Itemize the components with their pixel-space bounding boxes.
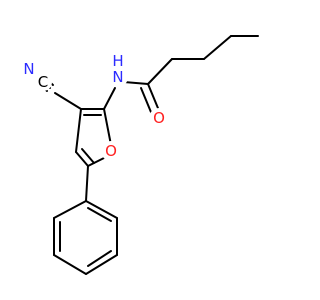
bond-furan-c4-c5 [75,151,89,167]
bond-chain-2 [203,35,232,60]
bond-furan-c3-c4 [75,108,82,153]
bond-furan-c5-o [87,156,107,167]
amide-nitrogen-label: N [112,68,123,86]
nitrile-nitrogen-label: N [23,60,34,78]
bond-furan-phenyl [85,165,89,202]
bond-lines [35,35,259,275]
bond-amide-furan [103,87,116,110]
bond-amide-carbonyl [123,81,149,85]
bond-phenyl-inner-1 [87,207,112,222]
bond-chain-4 [147,58,173,85]
bond-phenyl-6 [53,200,87,219]
bond-furan-o-c2 [103,108,112,146]
molecule-diagram: C N N H O O [20,35,259,275]
furan-oxygen-label: O [105,142,117,160]
amide-hydrogen-label: H [112,52,123,70]
bond-phenyl-1 [85,200,118,219]
bond-nitrile-link [54,92,82,110]
carbonyl-oxygen-label: O [153,109,165,127]
atom-labels: C N N H O O [20,52,169,161]
bond-phenyl-3 [85,254,118,275]
bond-phenyl-4 [53,254,87,275]
nitrile-carbon-label: C [38,73,48,91]
bond-phenyl-inner-2 [87,250,112,267]
bond-furan-c4-c5-double [81,148,95,164]
